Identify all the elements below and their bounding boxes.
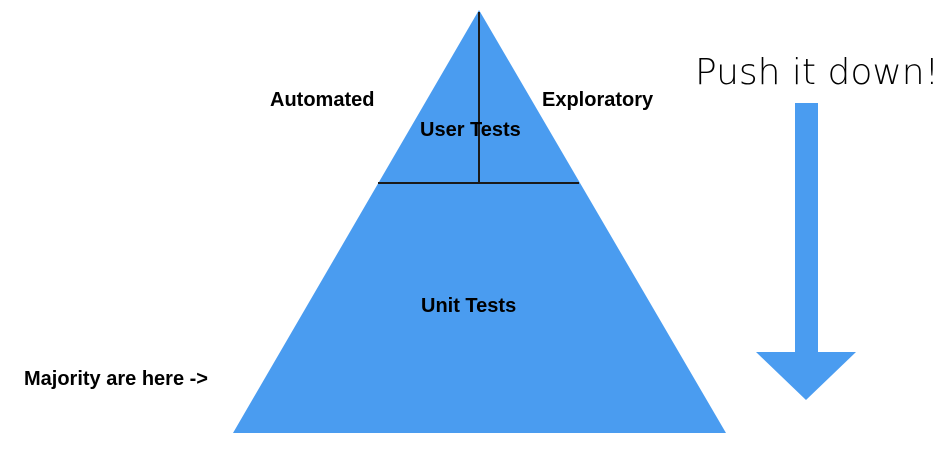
automated-label: Automated xyxy=(270,89,374,111)
pyramid-shape xyxy=(233,10,726,433)
majority-label: Majority are here -> xyxy=(24,368,208,390)
exploratory-label: Exploratory xyxy=(542,89,654,111)
unit-tests-label: Unit Tests xyxy=(421,295,516,317)
user-tests-label: User Tests xyxy=(420,119,521,141)
push-down-arrow-icon xyxy=(756,103,856,400)
push-it-down-label: Push it down! xyxy=(695,52,939,93)
